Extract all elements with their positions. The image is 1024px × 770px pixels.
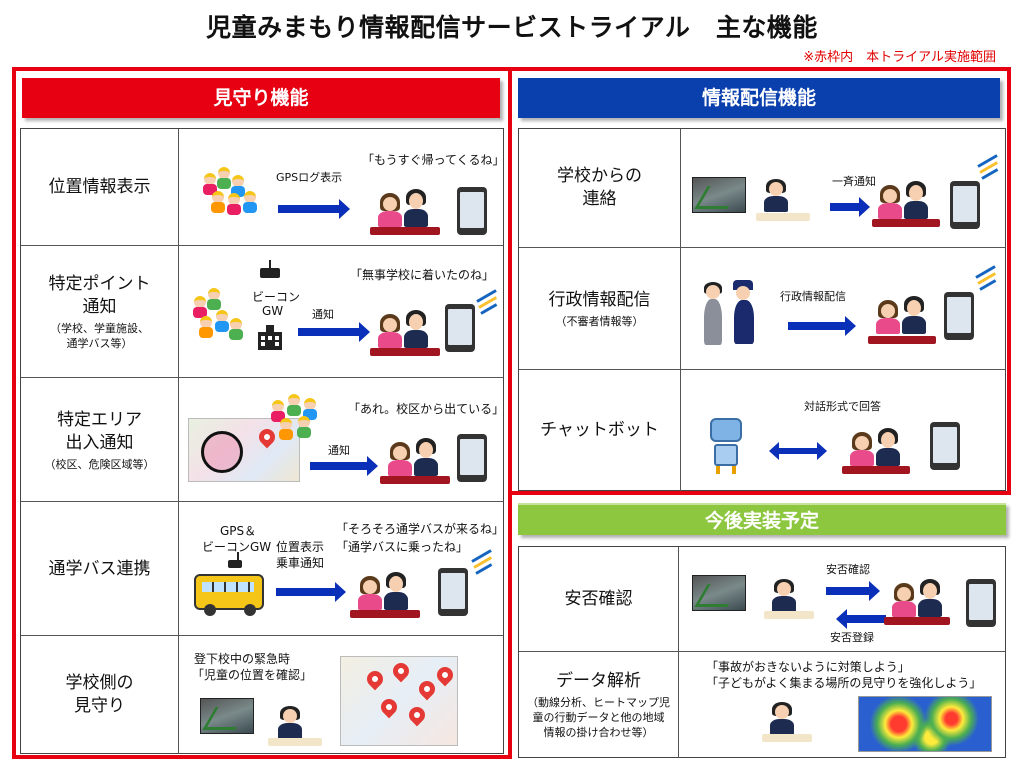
page-title: 児童みまもり情報配信サービストライアル 主な機能	[206, 13, 818, 42]
gw-label: GW	[262, 304, 284, 318]
smartphone-icon	[438, 568, 468, 616]
future-grid: 安否確認 安否確認 安否登録 データ解析 （動線分析、ヒートマップ児 童の行動デ…	[518, 546, 1006, 758]
row-label: 安否確認	[564, 588, 633, 609]
header-info-delivery: 情報配信機能	[518, 78, 1000, 118]
row-data-analysis: データ解析 （動線分析、ヒートマップ児 童の行動データと他の地域 情報の掛け合わ…	[519, 651, 1005, 758]
row-chatbot: チャットボット 対話形式で回答	[519, 369, 1005, 491]
gps-label: GPS＆	[220, 524, 257, 538]
quote-text: 「もうすぐ帰ってくるね」	[362, 153, 505, 167]
notification-signal-icon	[476, 289, 503, 315]
desk-icon	[756, 213, 810, 221]
school-icon	[258, 325, 282, 350]
header-monitoring: 見守り機能	[22, 78, 500, 118]
smartphone-icon	[944, 292, 974, 340]
desk-icon	[842, 466, 910, 474]
gps-log-label: GPSログ表示	[276, 171, 343, 184]
arrow-left-icon	[836, 609, 886, 629]
smartphone-icon	[457, 434, 487, 482]
quote-text: 「事故がおきないように対策しよう」	[706, 660, 910, 674]
quote-text: 「無事学校に着いたのね」	[350, 268, 495, 282]
arrow-right-icon	[298, 322, 370, 342]
desk-icon	[868, 336, 936, 344]
monitoring-grid: 位置情報表示 GPSログ表示 「もうすぐ帰ってくるね」 特定ポイント 通知	[20, 128, 504, 754]
row-label: データ解析	[556, 671, 641, 691]
desk-icon	[370, 227, 440, 235]
row-school-monitoring: 学校側の 見守り 登下校中の緊急時 「児童の位置を確認」	[21, 635, 503, 754]
storm-image	[692, 177, 746, 213]
row-school-contact: 学校からの 連絡 一斉通知	[519, 129, 1005, 247]
row-label: 学校側の 見守り	[65, 673, 134, 716]
heatmap-image	[858, 696, 992, 752]
beacon-label: ビーコン	[252, 290, 301, 304]
row-area-notification: 特定エリア 出入通知 （校区、危険区域等） 通知 「あれ。校区から出ている」	[21, 377, 505, 502]
smartphone-icon	[966, 579, 996, 627]
gov-delivery-label: 行政情報配信	[780, 290, 846, 303]
quote-text: 「そろそろ通学バスが来るね」	[336, 522, 505, 536]
arrow-right-icon	[310, 456, 378, 476]
arrow-right-icon	[788, 316, 856, 336]
row-label: 学校からの 連絡	[557, 166, 642, 209]
notify-label: 通知	[328, 444, 350, 457]
emergency-label: 登下校中の緊急時	[194, 652, 291, 666]
row-label: 位置情報表示	[48, 176, 151, 197]
boarding-notify-label: 乗車通知	[276, 556, 325, 570]
row-label: 行政情報配信	[548, 290, 651, 310]
row-safety-check: 安否確認 安否確認 安否登録	[519, 547, 1005, 651]
robot-icon	[704, 414, 748, 474]
row-point-notification: 特定ポイント 通知 （学校、学童施設、 通学バス等） ビーコン GW 通知 「無…	[21, 245, 503, 378]
desk-icon	[370, 348, 440, 356]
smartphone-icon	[950, 181, 980, 229]
row-school-bus: 通学バス連携 GPS＆ ビーコンGW 位置表示 乗車通知 「そろそろ通学バスが来…	[21, 501, 505, 636]
desk-icon	[884, 617, 950, 625]
school-bus-icon	[194, 574, 264, 616]
arrow-right-icon	[278, 199, 350, 219]
desk-icon	[268, 738, 322, 746]
trial-scope-frame-right	[508, 67, 1011, 495]
header-future: 今後実装予定	[518, 503, 1006, 535]
beacon-gw-label: ビーコンGW	[202, 540, 272, 554]
desk-icon	[350, 610, 420, 618]
arrow-right-icon	[826, 581, 880, 601]
row-label: 特定ポイント 通知	[48, 274, 151, 317]
row-label: 特定エリア 出入通知	[57, 409, 142, 453]
quote-text: 「児童の位置を確認」	[192, 668, 313, 682]
beacon-icon	[228, 552, 242, 568]
location-display-label: 位置表示	[276, 540, 325, 554]
safety-register-label: 安否登録	[830, 631, 874, 644]
pin-map-image	[340, 656, 458, 746]
notification-signal-icon	[975, 265, 1002, 291]
info-delivery-grid: 学校からの 連絡 一斉通知 行政情報配信 （不審者情報等）	[518, 128, 1006, 491]
quote-text: 「通学バスに乗ったね」	[336, 540, 469, 554]
notification-signal-icon	[471, 549, 498, 575]
row-government-info: 行政情報配信 （不審者情報等） 行政情報配信	[519, 247, 1005, 370]
row-sublabel: （校区、危険区域等）	[44, 457, 155, 471]
desk-icon	[872, 219, 940, 227]
smartphone-icon	[445, 304, 475, 352]
arrow-right-icon	[276, 582, 346, 602]
desk-icon	[762, 734, 812, 742]
broadcast-label: 一斉通知	[832, 175, 876, 188]
notify-label: 通知	[312, 308, 334, 321]
desk-icon	[380, 476, 450, 484]
arrow-right-icon	[830, 197, 870, 217]
row-sublabel: （不審者情報等）	[555, 315, 644, 328]
quote-text: 「あれ。校区から出ている」	[348, 402, 505, 416]
quote-text: 「子どもがよく集まる場所の見守りを強化しよう」	[706, 676, 982, 690]
desk-icon	[764, 611, 814, 619]
dialog-answer-label: 対話形式で回答	[804, 400, 881, 413]
notification-signal-icon	[977, 154, 1004, 180]
row-sublabel: （動線分析、ヒートマップ児 童の行動データと他の地域 情報の掛け合わせ等）	[527, 696, 670, 739]
bidirectional-arrow-icon	[769, 442, 827, 460]
storm-image	[692, 575, 746, 611]
smartphone-icon	[930, 422, 960, 470]
smartphone-icon	[457, 187, 487, 235]
row-label: 通学バス連携	[48, 558, 151, 579]
trial-scope-note: ※赤枠内 本トライアル実施範囲	[803, 50, 996, 65]
beacon-icon	[260, 260, 280, 278]
safety-check-label: 安否確認	[826, 563, 870, 576]
storm-image	[200, 698, 254, 734]
row-label: チャットボット	[540, 420, 659, 440]
row-sublabel: （学校、学童施設、 通学バス等）	[50, 322, 149, 350]
row-location-display: 位置情報表示 GPSログ表示 「もうすぐ帰ってくるね」	[21, 129, 505, 245]
